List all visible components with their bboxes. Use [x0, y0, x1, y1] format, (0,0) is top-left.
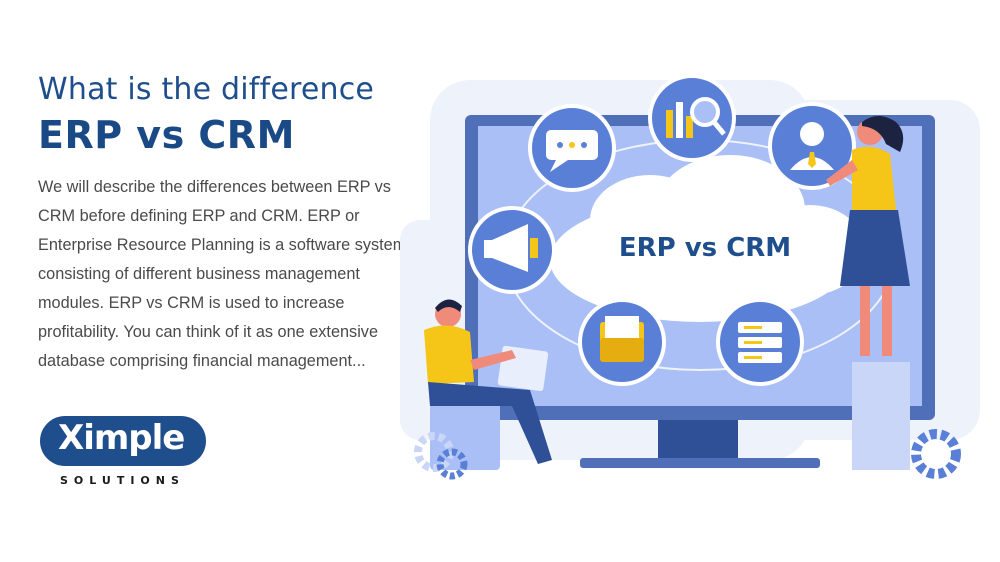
- description-text: We will describe the differences between…: [38, 178, 407, 370]
- cloud: [550, 155, 865, 322]
- server-icon: [716, 298, 804, 386]
- woman-presenting: [826, 116, 910, 470]
- megaphone-icon: [468, 206, 556, 294]
- user-profile-icon: [768, 102, 856, 190]
- heading-subtitle: What is the difference: [38, 72, 375, 107]
- text-panel: What is the difference ERP vs CRM We wil…: [38, 72, 418, 392]
- logo-wordmark: Ximple: [40, 416, 206, 466]
- heading-title: ERP vs CRM: [38, 113, 295, 157]
- logo-tagline: SOLUTIONS: [60, 474, 185, 487]
- bar-chart-magnifier-icon: [648, 74, 736, 162]
- man-with-laptop: [424, 299, 552, 470]
- logo-word-text: Ximple: [58, 418, 185, 458]
- gear-icon: [414, 429, 961, 480]
- chat-bubble-icon: [528, 104, 616, 192]
- screen-label: ERP vs CRM: [619, 233, 791, 263]
- folder-icon: [578, 298, 666, 386]
- ximple-logo: Ximple SOLUTIONS: [40, 416, 210, 490]
- erp-crm-illustration: ERP vs CRM: [400, 74, 980, 480]
